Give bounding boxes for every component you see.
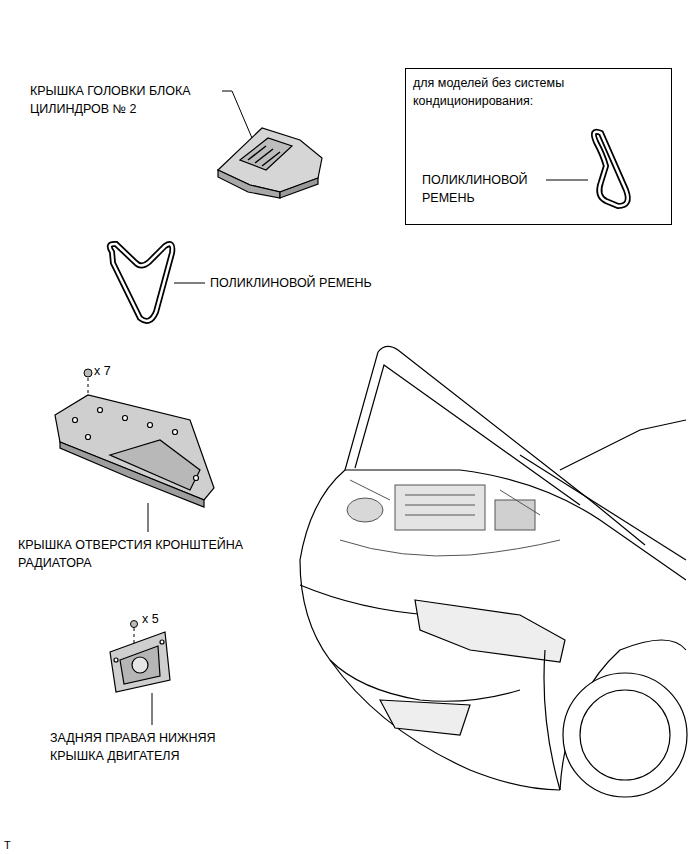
- part-label: КРЫШКА ОТВЕРСТИЯ КРОНШТЕЙНА РАДИАТОРА: [18, 536, 298, 572]
- leader-line: [152, 693, 153, 725]
- v-ribbed-belt: [110, 244, 173, 321]
- radiator-support-cover: [55, 395, 214, 507]
- leader-line: [222, 91, 252, 138]
- part-label: КРЫШКА ГОЛОВКИ БЛОКА ЦИЛИНДРОВ № 2: [30, 82, 220, 118]
- leader-line: [174, 283, 205, 284]
- cylinder-head-cover: [218, 128, 322, 198]
- note-heading: для моделей без системы кондиционировани…: [413, 74, 613, 110]
- quantity-label: x 5: [142, 610, 159, 628]
- leader-line: [148, 503, 149, 532]
- leader-line: [546, 180, 588, 181]
- v-ribbed-belt: [594, 132, 628, 206]
- quantity-label: x 7: [94, 362, 111, 380]
- vehicle: [300, 346, 687, 797]
- part-label: ПОЛИКЛИНОВОЙ РЕМЕНЬ: [210, 274, 372, 292]
- part-label: ЗАДНЯЯ ПРАВАЯ НИЖНЯЯ КРЫШКА ДВИГАТЕЛЯ: [50, 729, 250, 765]
- part-label: ПОЛИКЛИНОВОЙ РЕМЕНЬ: [422, 171, 542, 207]
- figure-id: T: [4, 836, 11, 854]
- engine-under-cover: [110, 632, 170, 692]
- note-box: для моделей без системы кондиционировани…: [405, 68, 672, 225]
